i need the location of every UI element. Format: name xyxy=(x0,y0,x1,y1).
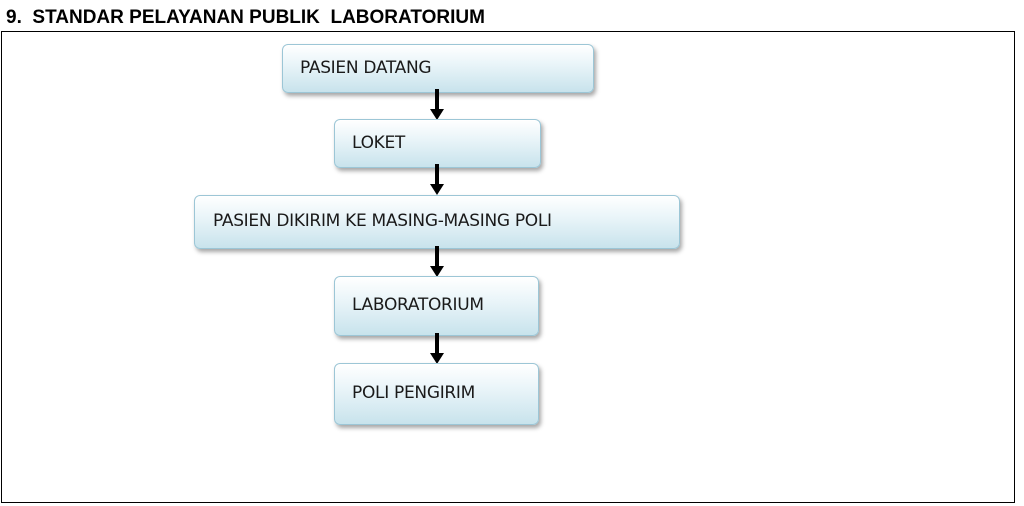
flow-arrow-2 xyxy=(428,164,446,196)
step-pasien-datang: PASIEN DATANG xyxy=(282,44,594,93)
diagram-frame xyxy=(1,31,1015,503)
step-poli-pengirim: POLI PENGIRIM xyxy=(334,363,539,425)
step-pasien-dikirim-ke-poli: PASIEN DIKIRIM KE MASING-MASING POLI xyxy=(194,195,680,249)
flow-arrow-4 xyxy=(428,333,446,365)
flow-arrow-1 xyxy=(428,89,446,121)
step-laboratorium: LABORATORIUM xyxy=(334,276,539,336)
section-heading: 9. STANDAR PELAYANAN PUBLIK LABORATORIUM xyxy=(6,7,485,28)
step-loket: LOKET xyxy=(334,119,541,168)
flow-arrow-3 xyxy=(428,246,446,278)
